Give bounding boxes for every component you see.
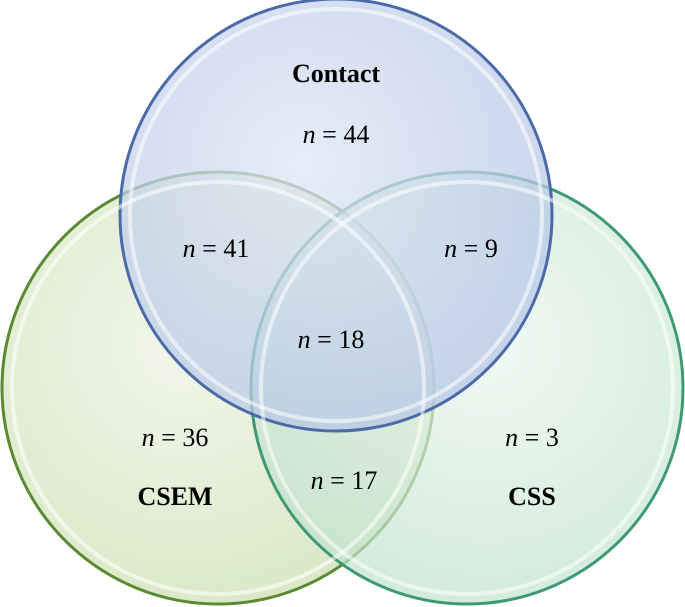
css-circle-rim: [259, 180, 675, 596]
region-csem-css-count: n = 17: [311, 466, 378, 495]
region-css-only-count: n = 3: [505, 423, 559, 452]
contact-circle: [118, 0, 554, 433]
region-csem-only-count: n = 36: [142, 423, 209, 452]
contact-set-label: Contact: [292, 59, 380, 88]
region-contact-css-count: n = 9: [444, 234, 498, 263]
csem-set-label: CSEM: [137, 482, 212, 511]
region-all-three-count: n = 18: [298, 325, 365, 354]
csem-circle-rim: [10, 180, 426, 596]
region-contact-csem-count: n = 41: [183, 234, 250, 263]
css-set-label: CSS: [508, 482, 556, 511]
contact-circle-rim: [128, 7, 544, 423]
region-contact-only-count: n = 44: [303, 120, 370, 149]
